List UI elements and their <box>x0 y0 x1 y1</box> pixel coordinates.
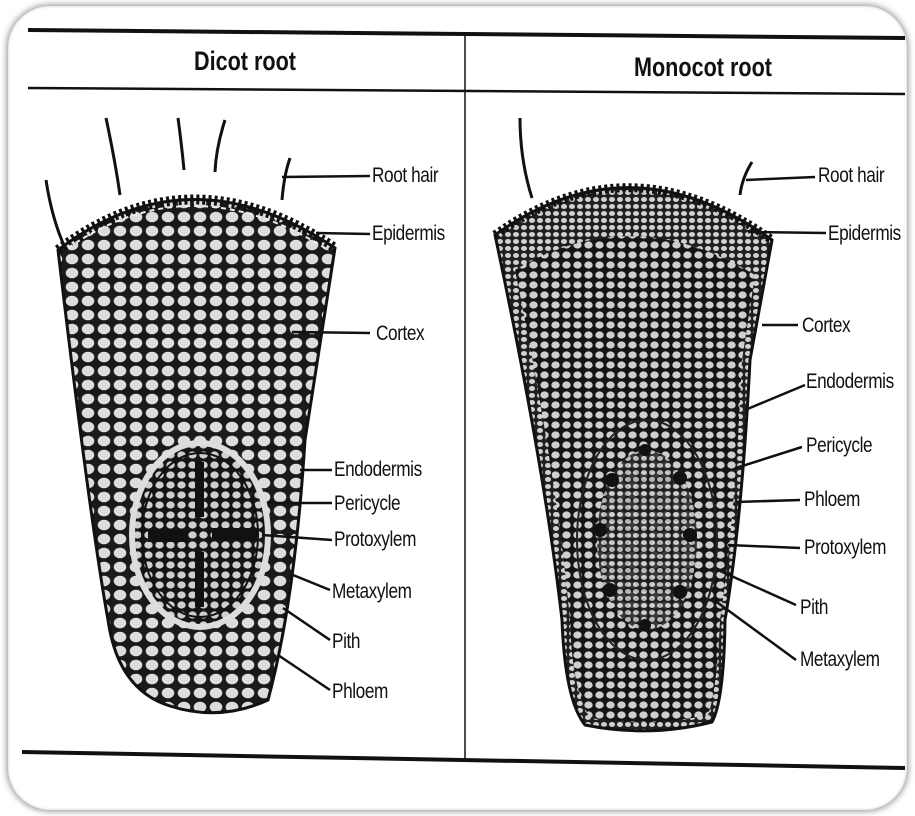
figure-frame: Dicot root Monocot root Root hair Epider… <box>8 6 907 810</box>
monocot-label-pith: Pith <box>800 596 828 620</box>
diagram-svg <box>8 6 907 810</box>
dicot-label-pericycle: Pericycle <box>334 492 400 516</box>
monocot-label-protoxylem: Protoxylem <box>804 536 886 560</box>
monocot-label-cortex: Cortex <box>802 314 850 338</box>
monocot-label-epidermis: Epidermis <box>828 222 901 246</box>
dicot-root-section <box>46 118 370 713</box>
monocot-label-phloem: Phloem <box>804 488 860 512</box>
monocot-label-metaxylem: Metaxylem <box>800 648 880 672</box>
dicot-label-root-hair: Root hair <box>372 164 438 188</box>
dicot-label-metaxylem: Metaxylem <box>332 580 412 604</box>
dicot-label-pith: Pith <box>332 630 360 654</box>
monocot-label-pericycle: Pericycle <box>806 434 872 458</box>
dicot-label-cortex: Cortex <box>376 322 424 346</box>
monocot-label-endodermis: Endodermis <box>806 370 894 394</box>
dicot-label-epidermis: Epidermis <box>372 222 445 246</box>
dicot-label-phloem: Phloem <box>332 680 388 704</box>
dicot-title: Dicot root <box>194 46 296 77</box>
dicot-label-endodermis: Endodermis <box>334 458 422 482</box>
monocot-title: Monocot root <box>634 52 772 83</box>
dicot-label-protoxylem: Protoxylem <box>334 528 416 552</box>
monocot-label-root-hair: Root hair <box>818 164 884 188</box>
monocot-root-section <box>495 118 826 731</box>
